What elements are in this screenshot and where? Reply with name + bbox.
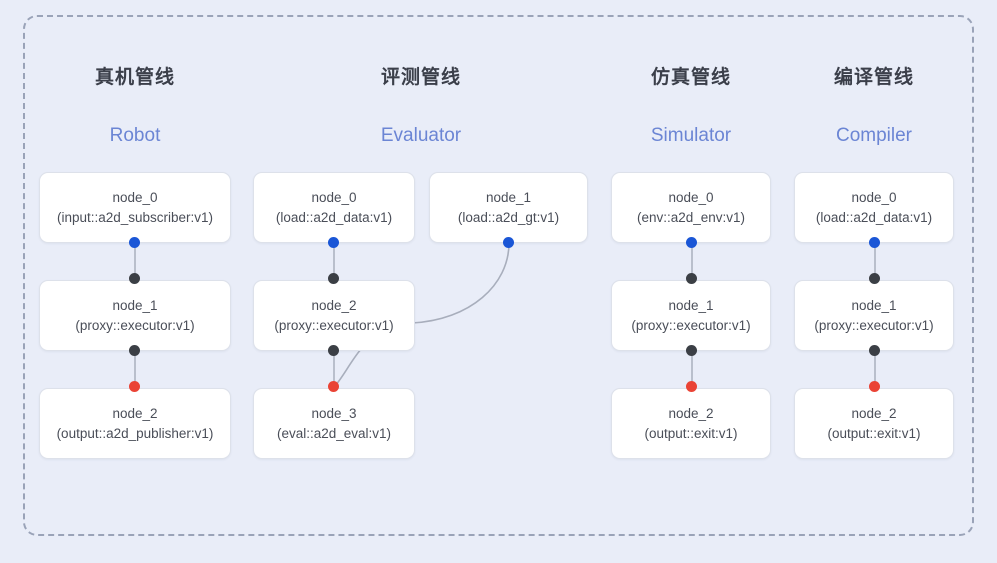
port-in-evaluator-2[interactable] bbox=[328, 273, 339, 284]
node-label-kind: (proxy::executor:v1) bbox=[631, 317, 751, 333]
node-evaluator-2[interactable]: node_2 (proxy::executor:v1) bbox=[253, 280, 415, 351]
port-term-compiler-2[interactable] bbox=[869, 381, 880, 392]
node-label-kind: (proxy::executor:v1) bbox=[75, 317, 195, 333]
node-robot-0[interactable]: node_0 (input::a2d_subscriber:v1) bbox=[39, 172, 231, 243]
port-term-simulator-2[interactable] bbox=[686, 381, 697, 392]
node-label-kind: (load::a2d_gt:v1) bbox=[457, 209, 560, 225]
node-robot-1[interactable]: node_1 (proxy::executor:v1) bbox=[39, 280, 231, 351]
port-out-simulator-1[interactable] bbox=[686, 345, 697, 356]
edge-simulator-1-2 bbox=[691, 350, 693, 387]
node-label-kind: (proxy::executor:v1) bbox=[814, 317, 934, 333]
node-label-name: node_0 bbox=[311, 189, 357, 205]
column-title-en-simulator: Simulator bbox=[650, 125, 732, 146]
node-label-kind: (load::a2d_data:v1) bbox=[815, 209, 933, 225]
node-label-kind: (output::exit:v1) bbox=[644, 425, 738, 441]
port-term-evaluator-3[interactable] bbox=[328, 381, 339, 392]
port-out-compiler-0[interactable] bbox=[869, 237, 880, 248]
port-out-evaluator-0[interactable] bbox=[328, 237, 339, 248]
node-label-kind: (output::exit:v1) bbox=[827, 425, 921, 441]
edge-robot-0-1 bbox=[134, 242, 136, 279]
node-evaluator-1[interactable]: node_1 (load::a2d_gt:v1) bbox=[429, 172, 588, 243]
node-label-name: node_2 bbox=[851, 405, 897, 421]
edge-compiler-1-2 bbox=[874, 350, 876, 387]
node-robot-2[interactable]: node_2 (output::a2d_publisher:v1) bbox=[39, 388, 231, 459]
node-label-name: node_1 bbox=[112, 297, 158, 313]
column-title-cn-compiler: 编译管线 bbox=[833, 67, 914, 88]
node-label-name: node_2 bbox=[668, 405, 714, 421]
port-out-robot-1[interactable] bbox=[129, 345, 140, 356]
node-label-name: node_2 bbox=[112, 405, 158, 421]
node-label-kind: (input::a2d_subscriber:v1) bbox=[56, 209, 214, 225]
pipeline-dashed-container bbox=[23, 15, 974, 536]
port-in-compiler-1[interactable] bbox=[869, 273, 880, 284]
port-out-evaluator-1[interactable] bbox=[503, 237, 514, 248]
column-title-en-robot: Robot bbox=[109, 125, 161, 146]
node-label-name: node_2 bbox=[311, 297, 357, 313]
node-evaluator-3[interactable]: node_3 (eval::a2d_eval:v1) bbox=[253, 388, 415, 459]
node-evaluator-0[interactable]: node_0 (load::a2d_data:v1) bbox=[253, 172, 415, 243]
node-simulator-0[interactable]: node_0 (env::a2d_env:v1) bbox=[611, 172, 771, 243]
node-label-name: node_0 bbox=[851, 189, 897, 205]
node-label-name: node_1 bbox=[668, 297, 714, 313]
port-in-simulator-1[interactable] bbox=[686, 273, 697, 284]
port-out-robot-0[interactable] bbox=[129, 237, 140, 248]
port-in-robot-1[interactable] bbox=[129, 273, 140, 284]
edge-robot-1-2 bbox=[134, 350, 136, 387]
node-simulator-2[interactable]: node_2 (output::exit:v1) bbox=[611, 388, 771, 459]
column-title-cn-simulator: 仿真管线 bbox=[650, 67, 731, 88]
edge-compiler-0-1 bbox=[874, 242, 876, 279]
column-title-en-evaluator: Evaluator bbox=[380, 125, 462, 146]
column-title-en-compiler: Compiler bbox=[835, 125, 913, 146]
node-compiler-1[interactable]: node_1 (proxy::executor:v1) bbox=[794, 280, 954, 351]
port-out-simulator-0[interactable] bbox=[686, 237, 697, 248]
port-out-evaluator-2[interactable] bbox=[328, 345, 339, 356]
node-compiler-0[interactable]: node_0 (load::a2d_data:v1) bbox=[794, 172, 954, 243]
node-compiler-2[interactable]: node_2 (output::exit:v1) bbox=[794, 388, 954, 459]
node-simulator-1[interactable]: node_1 (proxy::executor:v1) bbox=[611, 280, 771, 351]
node-label-name: node_1 bbox=[485, 189, 532, 205]
port-term-robot-2[interactable] bbox=[129, 381, 140, 392]
column-title-cn-evaluator: 评测管线 bbox=[380, 67, 461, 88]
edge-evaluator-0-2 bbox=[333, 242, 335, 279]
node-label-kind: (env::a2d_env:v1) bbox=[636, 209, 746, 225]
node-label-kind: (eval::a2d_eval:v1) bbox=[276, 425, 392, 441]
edge-simulator-0-1 bbox=[691, 242, 693, 279]
node-label-kind: (output::a2d_publisher:v1) bbox=[56, 425, 214, 441]
node-label-name: node_0 bbox=[668, 189, 714, 205]
node-label-name: node_0 bbox=[112, 189, 158, 205]
node-label-name: node_3 bbox=[311, 405, 357, 421]
node-label-kind: (proxy::executor:v1) bbox=[274, 317, 394, 333]
port-out-compiler-1[interactable] bbox=[869, 345, 880, 356]
node-label-name: node_1 bbox=[851, 297, 897, 313]
node-label-kind: (load::a2d_data:v1) bbox=[275, 209, 393, 225]
column-title-cn-robot: 真机管线 bbox=[94, 67, 175, 88]
